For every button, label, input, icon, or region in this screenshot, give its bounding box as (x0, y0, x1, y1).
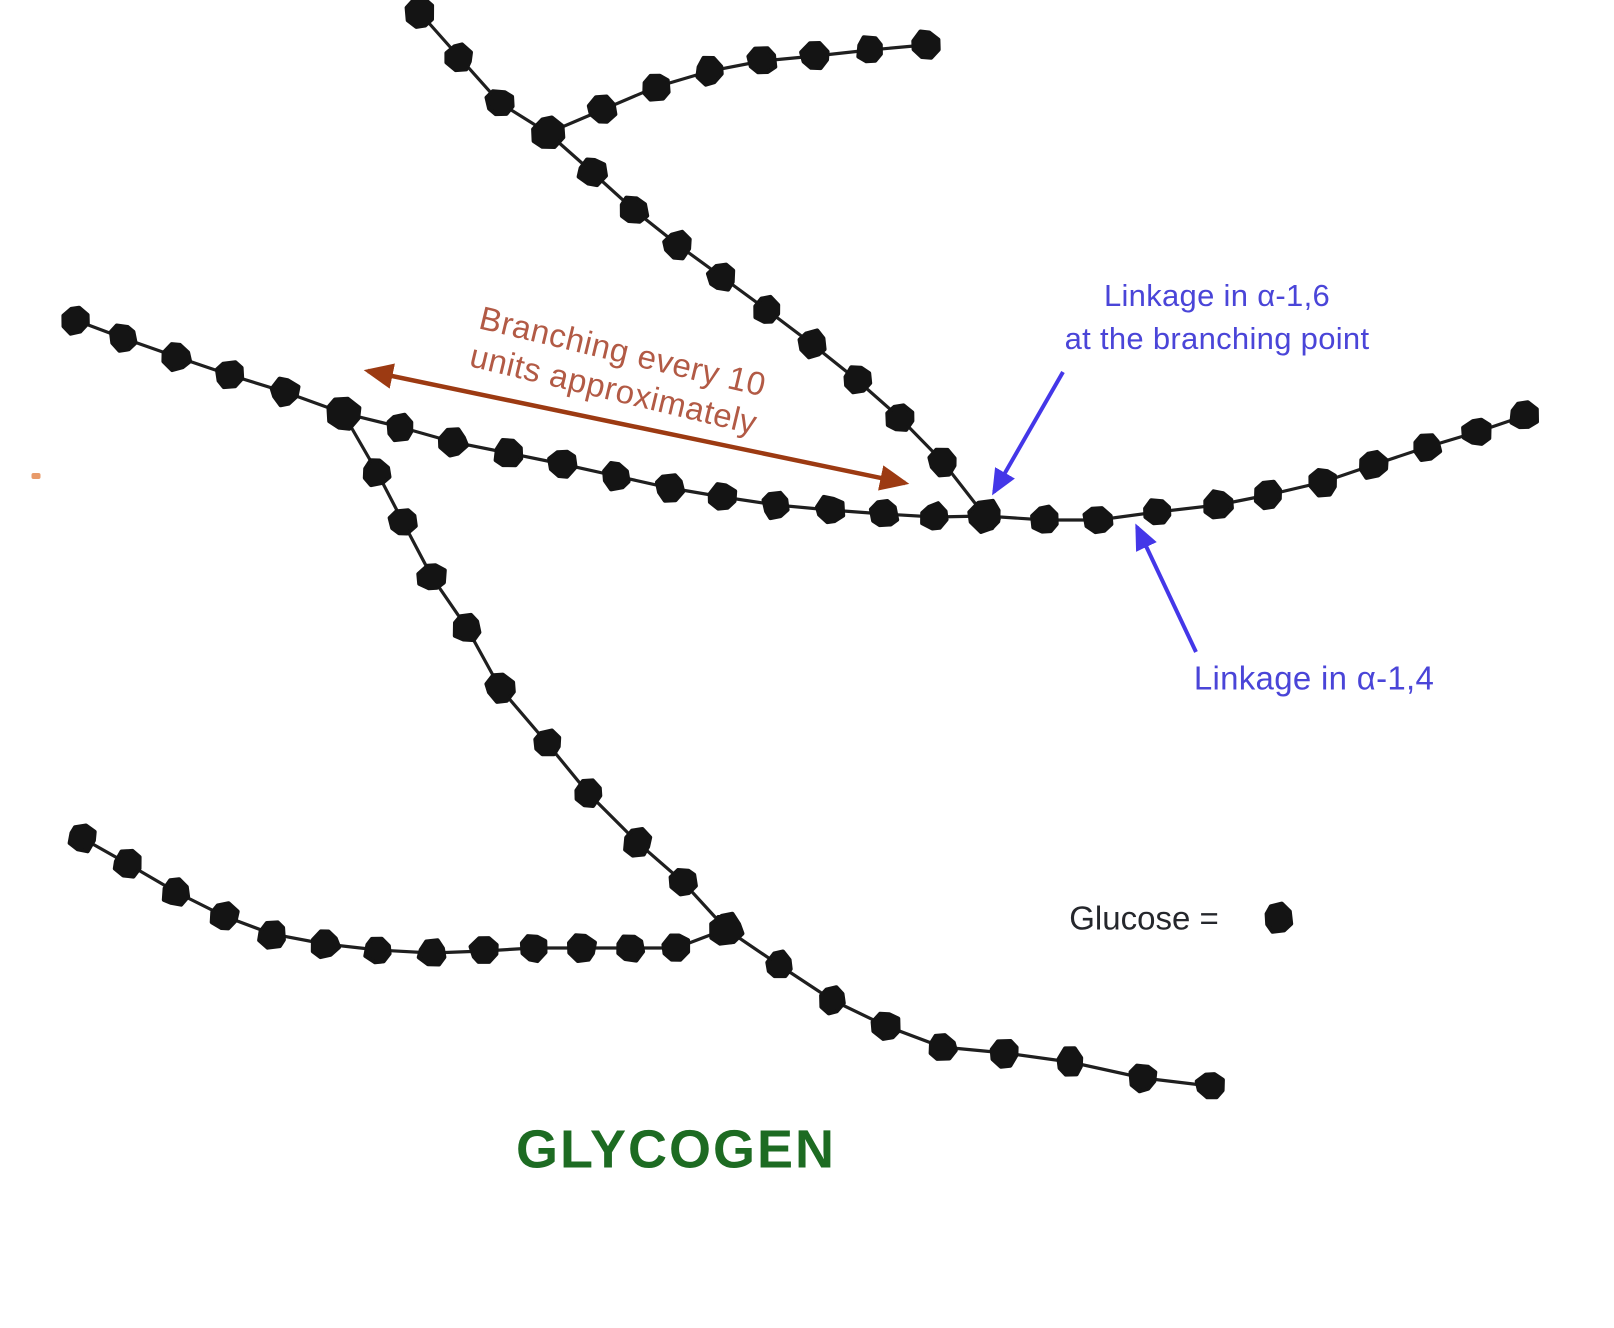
glucose-unit (927, 447, 957, 478)
glucose-unit (310, 929, 342, 960)
glucose-legend-dot (1264, 901, 1294, 934)
glucose-unit (662, 229, 692, 261)
glucose-unit (533, 728, 562, 757)
glucose-unit (1253, 479, 1282, 511)
alpha-1-6-pointer-arrow (992, 371, 1065, 496)
glucose-unit (161, 342, 193, 373)
glucose-unit (799, 41, 830, 71)
glucose-unit (1082, 506, 1114, 535)
glucose-unit (642, 73, 671, 102)
glucose-unit (705, 262, 736, 292)
glucose-unit (493, 438, 524, 468)
glucose-unit (870, 1011, 901, 1041)
glucose-unit (911, 29, 941, 60)
glucose-unit (1203, 489, 1234, 520)
chain-link-top-main-descending (546, 131, 987, 518)
glucose-unit (868, 499, 900, 528)
glucose-unit (416, 563, 447, 591)
glucose-unit (746, 46, 778, 75)
glucose-unit (1143, 498, 1172, 526)
glucose-unit (797, 328, 827, 360)
glucose-unit (452, 612, 482, 643)
glucose-unit (269, 376, 301, 408)
alpha-1-4-pointer-arrow (1135, 523, 1198, 653)
glucose-unit (616, 934, 646, 963)
glucose-unit (856, 35, 883, 64)
glucose-unit (1359, 449, 1389, 480)
glucose-unit (1461, 417, 1492, 446)
glucose-unit (753, 294, 781, 324)
glucose-unit (761, 490, 790, 521)
glucose-unit (1308, 468, 1337, 498)
glucose-unit (602, 461, 631, 492)
annotation-arrows (363, 363, 1198, 653)
branch-point-glucose-unit (531, 115, 566, 149)
glucose-unit (214, 360, 245, 390)
chain-link-middle-right (983, 414, 1526, 522)
branch-point-glucose-unit (967, 498, 1001, 534)
glucose-unit (567, 933, 597, 963)
glucose-unit (819, 985, 846, 1016)
glucose-unit (161, 877, 191, 907)
glucose-unit (112, 848, 142, 879)
glucose-unit (363, 936, 392, 965)
glucose-unit (661, 933, 691, 962)
glucose-unit (362, 458, 392, 488)
glucose-unit (574, 778, 603, 808)
glucose-unit (1030, 504, 1059, 534)
alpha-1-6-linkage-line1: Linkage in α-1,6 (1103, 278, 1331, 314)
glucose-unit (416, 938, 447, 967)
glucose-unit (623, 827, 653, 858)
glucose-unit (209, 901, 240, 931)
glucose-unit (920, 501, 949, 531)
glucose-unit (1509, 400, 1539, 430)
glucose-unit (654, 473, 686, 503)
branching-span-arrow (363, 363, 910, 491)
glucose-unit (815, 494, 846, 525)
glucose-unit (619, 195, 650, 224)
glucose-unit (404, 0, 435, 29)
glucose-unit (843, 365, 873, 395)
glucose-legend-label: Glucose = (1069, 899, 1219, 937)
glucose-unit (1194, 1072, 1225, 1100)
glucose-unit (885, 403, 915, 432)
glucose-unit (1056, 1046, 1084, 1077)
glucose-unit (61, 305, 90, 336)
glucose-unit (586, 94, 618, 124)
glucose-unit (695, 55, 724, 87)
stray-orange-speck (31, 473, 41, 479)
alpha-1-6-linkage-line2: at the branching point (1064, 321, 1370, 356)
branch-point-glucose-unit (709, 911, 745, 946)
glucose-unit (386, 412, 414, 443)
glucose-unit (484, 672, 516, 704)
glucose-unit (576, 157, 608, 188)
glucose-unit (928, 1033, 958, 1061)
glucose-unit (765, 949, 793, 979)
glucose-unit (437, 427, 470, 458)
glucose-units (61, 0, 1539, 1100)
glucose-unit (468, 936, 499, 964)
glucose-unit (257, 920, 286, 950)
glucose-unit (484, 89, 515, 117)
glucose-unit (707, 482, 738, 511)
glucose-unit (519, 934, 548, 964)
chain-link-bottom-right (724, 927, 1212, 1088)
glucose-unit (989, 1039, 1019, 1069)
glucose-unit (668, 868, 698, 897)
glucose-unit (108, 323, 138, 353)
glucose-unit (1413, 433, 1443, 462)
chain-link-top-stem (418, 11, 550, 135)
branch-point-glucose-unit (326, 396, 362, 431)
alpha-1-6-linkage-label: Linkage in α-1,6 at the branching point (1065, 275, 1370, 361)
glucose-chain-links (73, 11, 1526, 1088)
glucose-unit (1128, 1063, 1158, 1094)
glucose-unit (444, 42, 473, 73)
alpha-1-4-linkage-label: Linkage in α-1,4 (1193, 659, 1435, 697)
diagram-title: GLYCOGEN (515, 1119, 837, 1180)
glucose-unit (67, 823, 97, 854)
glucose-unit (547, 449, 578, 479)
glucose-unit (387, 508, 418, 536)
